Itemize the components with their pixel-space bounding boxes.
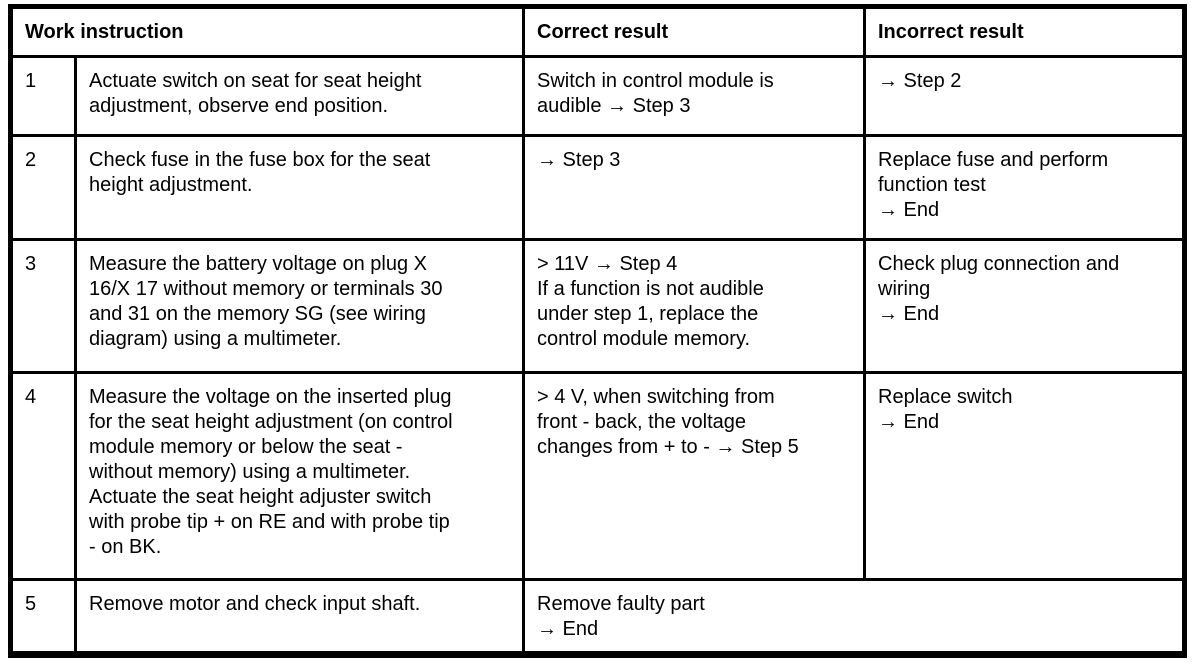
instruction-cell: Measure the battery voltage on plug X 16… — [74, 238, 525, 374]
step-number-cell: 2 — [9, 133, 77, 242]
table-row: 3 Measure the battery voltage on plug X … — [9, 238, 1186, 374]
table-row: 4 Measure the voltage on the inserted pl… — [9, 370, 1186, 582]
incorrect-result-cell: Replace switch → End — [863, 370, 1186, 582]
instruction-cell: Measure the voltage on the inserted plug… — [74, 370, 525, 582]
header-row: Work instruction Correct result Incorrec… — [9, 5, 1186, 58]
step-number-cell: 3 — [9, 238, 77, 374]
correct-result-cell: → Step 3 — [522, 133, 866, 242]
step-number-cell: 4 — [9, 370, 77, 582]
merged-result-cell: Remove faulty part → End — [522, 578, 1186, 656]
incorrect-result-cell: → Step 2 — [863, 55, 1186, 137]
correct-result-cell: > 4 V, when switching from front - back,… — [522, 370, 866, 582]
table-row: 1 Actuate switch on seat for seat height… — [9, 55, 1186, 137]
correct-result-cell: Switch in control module is audible → St… — [522, 55, 866, 137]
table-row: 2 Check fuse in the fuse box for the sea… — [9, 133, 1186, 242]
diagnostic-steps-table: Work instruction Correct result Incorrec… — [8, 4, 1187, 658]
table-row: 5 Remove motor and check input shaft. Re… — [9, 578, 1186, 656]
incorrect-result-cell: Replace fuse and perform function test →… — [863, 133, 1186, 242]
header-incorrect-result: Incorrect result — [863, 5, 1186, 58]
correct-result-cell: > 11V → Step 4 If a function is not audi… — [522, 238, 866, 374]
step-number-cell: 1 — [9, 55, 77, 137]
instruction-cell: Check fuse in the fuse box for the seat … — [74, 133, 525, 242]
incorrect-result-cell: Check plug connection and wiring → End — [863, 238, 1186, 374]
header-work-instruction: Work instruction — [9, 5, 525, 58]
step-number-cell: 5 — [9, 578, 77, 656]
instruction-cell: Remove motor and check input shaft. — [74, 578, 525, 656]
header-correct-result: Correct result — [522, 5, 866, 58]
work-instruction-table: Work instruction Correct result Incorrec… — [8, 4, 1187, 658]
instruction-cell: Actuate switch on seat for seat height a… — [74, 55, 525, 137]
